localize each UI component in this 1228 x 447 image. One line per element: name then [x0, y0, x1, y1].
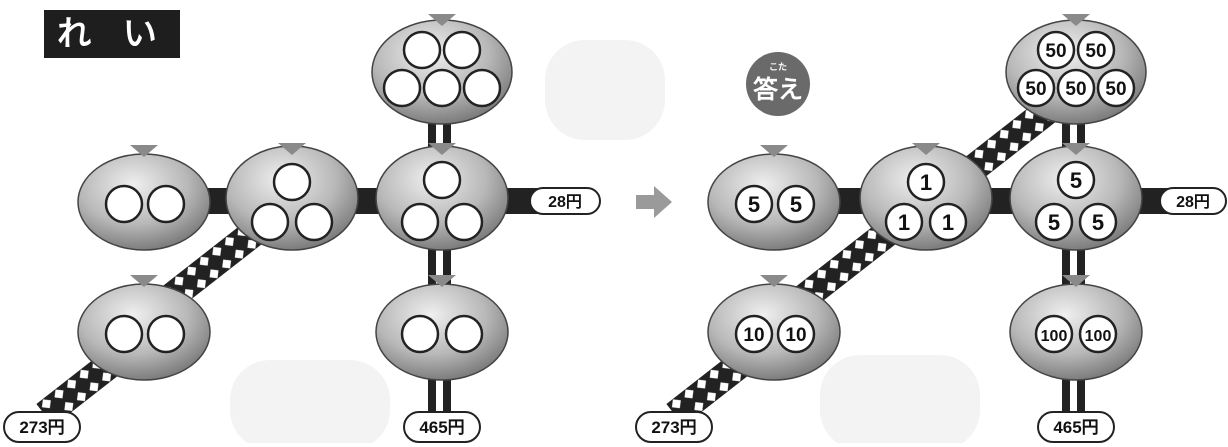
price-right-label: 28円 [548, 193, 582, 211]
purse-top [371, 14, 513, 125]
coin [1056, 160, 1096, 200]
answer-price-bottom-label: 465円 [1053, 418, 1098, 437]
coin-value: 1 [898, 210, 910, 235]
connector [1062, 110, 1070, 160]
coin [1036, 30, 1076, 70]
title-background [44, 10, 180, 58]
answer-purse-bottom-right: 100 100 [1009, 275, 1143, 381]
coin-slot [250, 202, 290, 242]
connector [1077, 110, 1085, 160]
coin-slot [400, 202, 440, 242]
coin [1076, 30, 1116, 70]
coin [1034, 314, 1074, 354]
coin-value: 5 [1048, 210, 1060, 235]
answer-badge [746, 52, 810, 116]
coin-value: 50 [1085, 41, 1106, 62]
connector-track [956, 96, 1061, 187]
coin-value: 100 [1085, 328, 1112, 345]
price-left-label: 273円 [19, 418, 64, 437]
coin-value: 1 [920, 170, 932, 195]
price-pill [635, 411, 713, 443]
coin [1034, 202, 1074, 242]
coin [1096, 68, 1136, 108]
coin-value: 1 [942, 210, 954, 235]
price-pill [403, 411, 481, 443]
coin [776, 314, 816, 354]
price-pill [529, 187, 601, 215]
price-pill [3, 411, 81, 443]
answer-price-right-label: 28円 [1176, 193, 1210, 211]
coin-value: 10 [785, 325, 806, 346]
coin-slot [444, 202, 484, 242]
coin [734, 184, 774, 224]
coin-slot [462, 68, 502, 108]
connector [1062, 375, 1070, 415]
connector [428, 375, 436, 415]
answer-price-left-label: 273円 [651, 418, 696, 437]
coin-slot [104, 314, 144, 354]
coin [906, 162, 946, 202]
price-pill [1037, 411, 1115, 443]
coin [1078, 314, 1118, 354]
answer-purse-top: 50 50 50 50 50 [1005, 14, 1147, 125]
coin-slot [272, 162, 312, 202]
connector [428, 240, 436, 300]
coin-value: 50 [1045, 41, 1066, 62]
coin-slot [104, 184, 144, 224]
coin-slot [400, 314, 440, 354]
background-watermark [230, 40, 980, 447]
answer-purse-center: 1 1 1 [859, 143, 993, 251]
answer-badge-ruby: こた [768, 63, 787, 73]
coin-value: 5 [748, 192, 760, 217]
answer-puzzle: 50 50 50 50 50 5 5 [635, 14, 1227, 443]
coin [884, 202, 924, 242]
price-pill [1159, 187, 1227, 215]
coin-slot [422, 68, 462, 108]
coin-slot [442, 30, 482, 70]
coin-value: 50 [1065, 79, 1086, 100]
coin-slot [382, 68, 422, 108]
price-bottom-label: 465円 [419, 418, 464, 437]
answer-purse-bottom-left: 10 10 [707, 275, 841, 381]
example-puzzle: 28円 273円 465円 [3, 14, 601, 443]
coin [734, 314, 774, 354]
coin [1056, 68, 1096, 108]
coin-slot [422, 160, 462, 200]
purse-center [225, 143, 359, 251]
coin-slot [444, 314, 484, 354]
coin [1078, 202, 1118, 242]
purse-right [375, 143, 509, 251]
coin [776, 184, 816, 224]
purse-bottom-right [375, 275, 509, 381]
connector [1077, 240, 1085, 300]
coin-value: 10 [743, 325, 764, 346]
coin-value: 5 [1070, 168, 1082, 193]
connector [443, 110, 451, 160]
coin-slot [294, 202, 334, 242]
coin [1016, 68, 1056, 108]
coin-value: 5 [790, 192, 802, 217]
answer-purse-left: 5 5 [707, 145, 841, 251]
connector [1077, 375, 1085, 415]
coin-value: 5 [1092, 210, 1104, 235]
coin-slot [146, 314, 186, 354]
connector [428, 110, 436, 160]
connector [443, 240, 451, 300]
purse-bottom-left [77, 275, 211, 381]
coin [928, 202, 968, 242]
coin-value: 100 [1041, 328, 1068, 345]
coin-slot [146, 184, 186, 224]
answer-purse-right: 5 5 5 [1009, 143, 1143, 251]
coin-slot [402, 30, 442, 70]
purse-left [77, 145, 211, 251]
example-title: れ い [57, 14, 167, 54]
arrow-right-icon [636, 186, 672, 218]
connector [1062, 240, 1070, 300]
coin-value: 50 [1025, 79, 1046, 100]
answer-badge-label: 答え [752, 75, 803, 104]
connector [443, 375, 451, 415]
coin-value: 50 [1105, 79, 1126, 100]
